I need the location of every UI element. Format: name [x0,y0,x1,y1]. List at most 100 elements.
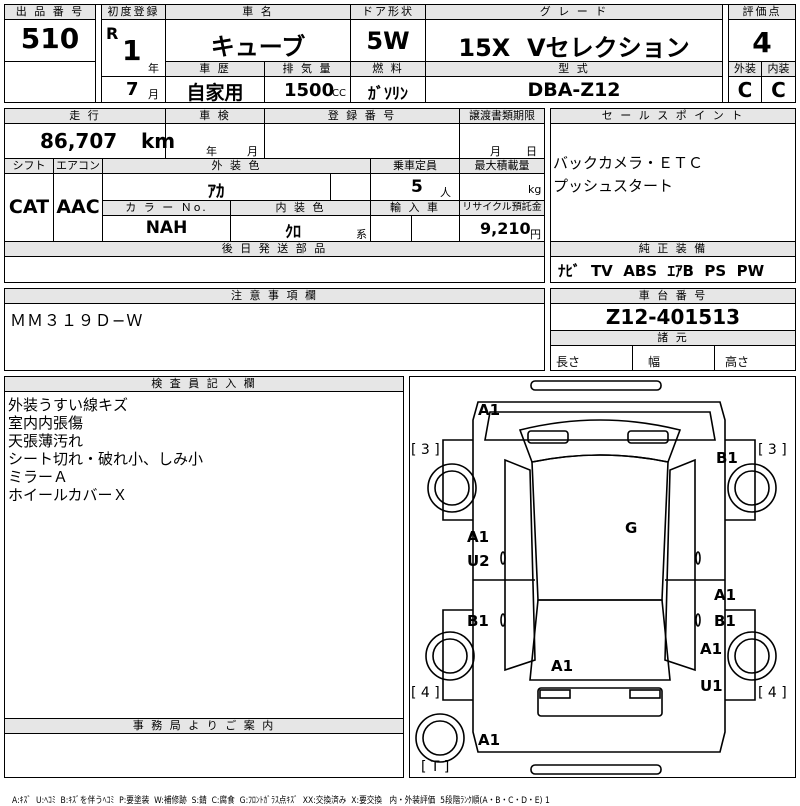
inspection-month-unit: 月 [247,145,258,158]
import-divider [411,215,412,242]
inspection-label: 車 検 [165,108,265,124]
grade-label: グ レ ー ド [425,4,723,20]
office-cell [4,733,404,778]
rear-left-arch [442,609,473,701]
wiper-right [627,430,669,444]
rear-lamp-left [539,689,571,699]
tire-label-spare: [ T ] [421,759,449,775]
inspector-line-2: 室内内張傷 [8,414,84,432]
first-reg-year: 1 [122,34,142,67]
tire-label-rear-right: [ 4 ] [758,685,787,701]
interior-grade-label: 内装 [761,61,796,77]
equipment-cell [550,256,796,283]
inspector-line-4: シート切れ・破れ小、しみ小 [8,450,204,468]
aircon-value: AAC [56,196,100,218]
left-doors [504,458,536,672]
inspection-year-unit: 年 [206,145,217,158]
hood [484,411,716,441]
door-label: ドア形状 [350,4,426,20]
shift-label: シフト [4,158,54,174]
mark-a1-front: A1 [478,401,500,419]
rear-right-arch [725,609,756,701]
lot-label: 出 品 番 号 [4,4,96,20]
tire-front-right [727,463,777,513]
history-value: 自家用 [186,82,244,104]
car-name: キューブ [210,33,306,61]
max-load-label: 最大積載量 [459,158,545,174]
tire-rear-right [727,631,777,681]
color-no-value: NAH [145,218,188,238]
door-handle-left-front [500,551,506,565]
notes-value: ＭＭ３１９Ｄ−Ｗ [10,311,144,330]
mark-g-windshield: G [625,519,637,537]
first-reg-month-unit: 月 [148,88,159,101]
mark-a1-right-rear: A1 [700,640,722,658]
tire-label-front-left: [ 3 ] [411,442,440,458]
mark-u1-right-rear: U1 [700,677,723,695]
score-value: 4 [752,26,772,59]
tire-label-front-right: [ 3 ] [758,442,787,458]
mark-b1-front-right: B1 [716,449,738,467]
exterior-grade-value: C [737,78,753,102]
tire-rear-left-inner [432,638,468,674]
mark-a1-rear-window: A1 [551,657,573,675]
mileage-unit: km [141,129,176,153]
inspector-line-1: 外装うすい線キズ [8,396,129,414]
model-label: 型 式 [425,61,723,77]
mark-a1-right-door: A1 [714,586,736,604]
int-color-unit: 系 [356,228,367,241]
door-handle-left-rear [500,613,506,627]
first-reg-month: 7 [126,79,139,100]
tire-spare-inner [422,720,458,756]
tire-front-right-inner [734,470,770,506]
ext-color-value: ｱｶ [207,182,225,202]
front-left-arch [442,439,473,521]
model-value: DBA-Z12 [527,79,621,101]
tire-spare [415,713,465,763]
transfer-day-unit: 日 [526,145,537,158]
aircon-label: エアコン [53,158,103,174]
reg-number-label: 登 録 番 号 [264,108,460,124]
front-bumper-strip [530,380,662,391]
max-load-unit: kg [528,183,542,196]
notes-cell [4,303,545,371]
lot-empty-cell [4,61,96,103]
tire-label-rear-left: [ 4 ] [411,685,440,701]
door-handle-right-rear [695,613,701,627]
sales-point-line-2: プッシュスタート [553,177,674,195]
inspector-line-6: ホイールカバーＸ [8,486,128,504]
grade-value: 15X Vセレクション [458,34,690,62]
recycle-value: 9,210 [480,219,531,238]
color-no-label: カ ラ ー Ｎo. [102,200,231,216]
mark-b1-right-door: B1 [714,612,736,630]
specs-height-label: 高さ [725,355,750,369]
sales-point-line-1: バックカメラ・ＥＴＣ [553,154,704,172]
body-outline [472,401,726,753]
mark-b1-left-rear: B1 [467,612,489,630]
inspector-line-3: 天張薄汚れ [8,432,84,450]
tire-front-left-inner [434,470,470,506]
lot-number: 510 [20,22,80,55]
mileage-value: 86,707 [40,129,118,153]
capacity-unit: 人 [440,186,451,199]
first-reg-year-unit: 年 [148,62,159,75]
right-doors [664,458,696,672]
door-value: 5W [366,27,410,55]
model-cell [425,76,723,103]
fuel-value: ｶﾞｿﾘﾝ [367,84,408,103]
equipment-value: ﾅﾋﾞ TV ABS ｴｱB PS PW [558,262,765,280]
mark-u2-left-door: U2 [467,552,490,570]
later-parts-cell [4,256,545,283]
tire-rear-right-inner [734,638,770,674]
recycle-unit: 円 [530,228,541,241]
wiper-left [527,430,569,444]
chassis-value: Z12-401513 [605,305,741,329]
inspector-line-5: ミラーＡ [8,468,69,486]
interior-grade-cell [761,76,796,103]
rear-bumper-strip [530,764,662,775]
mark-a1-left-door: A1 [467,528,489,546]
tailgate [537,687,663,717]
cabin [531,454,669,601]
first-reg-divider [101,76,166,77]
